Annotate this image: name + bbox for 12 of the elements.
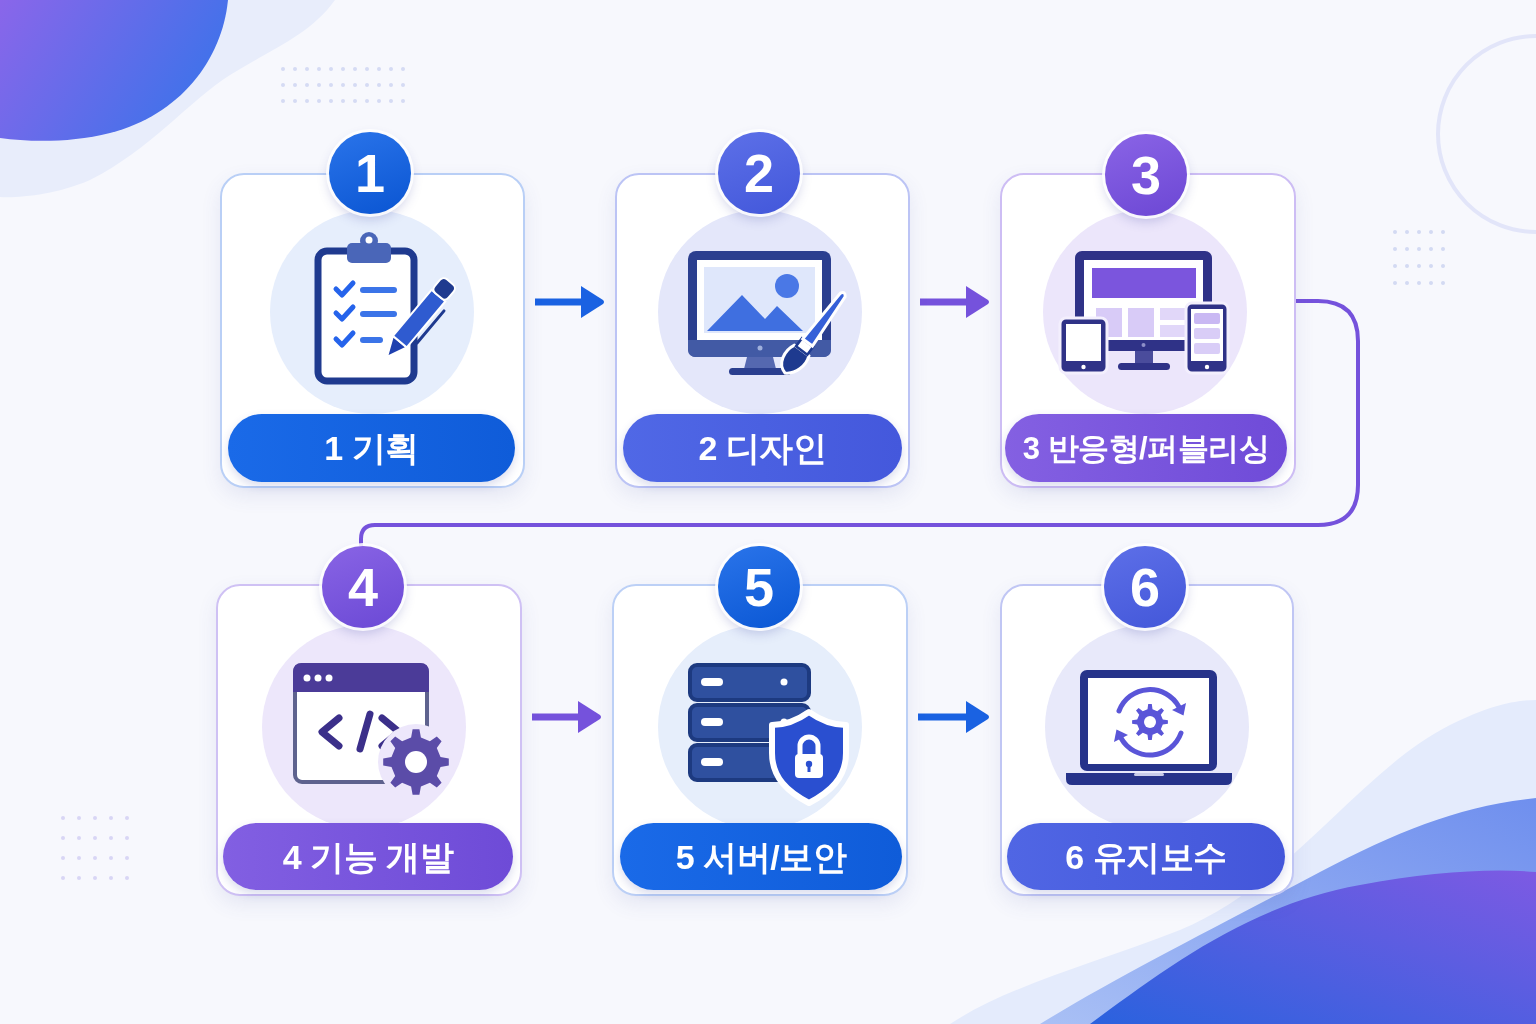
step-label-pill: 1 기획 (228, 414, 515, 482)
step-number-badge: 1 (329, 132, 411, 214)
step-label-pill: 4 기능 개발 (223, 823, 513, 890)
step-label-pill: 3 반응형/퍼블리싱 (1005, 414, 1287, 482)
step-number-badge: 6 (1104, 546, 1186, 628)
step-number-badge: 3 (1105, 134, 1187, 216)
step-number-badge: 5 (718, 546, 800, 628)
step-label-pill: 2 디자인 (623, 414, 902, 482)
step-label-pill: 5 서버/보안 (620, 823, 902, 890)
step-number-badge: 2 (718, 132, 800, 214)
step-label-pill: 6 유지보수 (1007, 823, 1285, 890)
step-number-badge: 4 (322, 546, 404, 628)
